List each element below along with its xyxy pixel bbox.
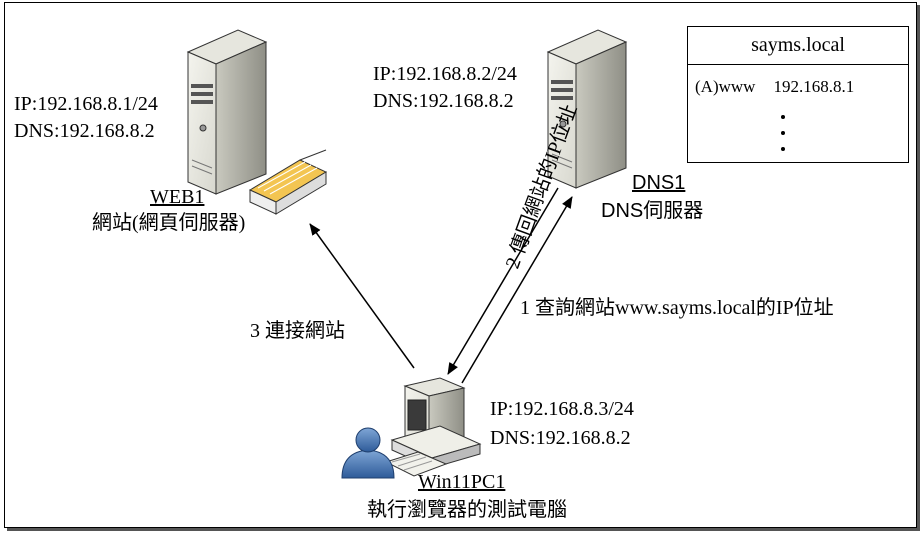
dns-server-icon bbox=[546, 29, 628, 189]
user-icon bbox=[341, 427, 395, 479]
web-server-name: WEB1 bbox=[150, 186, 205, 208]
client-name: Win11PC1 bbox=[418, 471, 506, 493]
zone-record: (A)www 192.168.8.1 bbox=[695, 77, 854, 97]
web-server-role: 網站(網頁伺服器) bbox=[92, 212, 246, 234]
record-ip: 192.168.8.1 bbox=[773, 77, 855, 96]
ellipsis-dot bbox=[781, 115, 785, 119]
web-server-icon bbox=[186, 29, 328, 215]
step3-arrow bbox=[309, 223, 415, 369]
ellipsis-dot bbox=[781, 147, 785, 151]
client-role: 執行瀏覽器的測試電腦 bbox=[367, 499, 567, 521]
dns-zone-table: sayms.local (A)www 192.168.8.1 bbox=[687, 26, 909, 163]
zone-title: sayms.local bbox=[688, 27, 908, 65]
step3-label: 3 連接網站 bbox=[250, 320, 345, 342]
dns-server-ip: IP:192.168.8.2/24 bbox=[373, 63, 517, 85]
web-server-ip: IP:192.168.8.1/24 bbox=[14, 93, 158, 115]
diagram-frame bbox=[4, 2, 917, 528]
record-type: (A)www bbox=[695, 77, 756, 96]
step2-arrow bbox=[447, 187, 559, 375]
dns-server-dns: DNS:192.168.8.2 bbox=[373, 90, 514, 112]
web-server-dns: DNS:192.168.8.2 bbox=[14, 120, 155, 142]
dns-server-role: DNS伺服器 bbox=[601, 200, 704, 222]
ellipsis-dot bbox=[781, 131, 785, 135]
client-ip: IP:192.168.8.3/24 bbox=[490, 398, 634, 420]
step1-arrow bbox=[461, 196, 573, 384]
client-dns: DNS:192.168.8.2 bbox=[490, 427, 631, 449]
step1-label: 1 查詢網站www.sayms.local的IP位址 bbox=[520, 297, 834, 319]
dns-server-name: DNS1 bbox=[632, 172, 686, 194]
client-pc-icon bbox=[384, 377, 482, 477]
